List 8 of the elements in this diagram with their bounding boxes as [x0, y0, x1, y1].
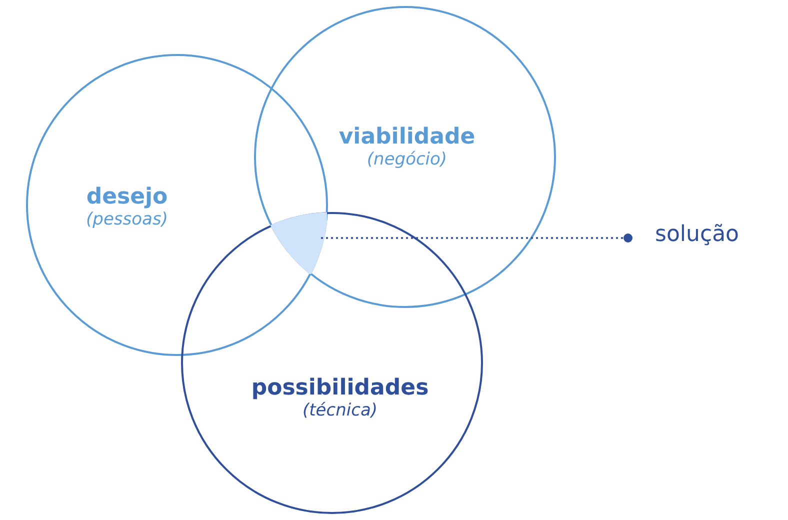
circle-title: viabilidade — [338, 124, 476, 150]
circle-subtitle: (negócio) — [366, 150, 448, 170]
solution-label: solução — [655, 222, 740, 247]
circle-subtitle: (técnica) — [302, 400, 378, 420]
leader-line — [319, 234, 632, 242]
circle-subtitle: (pessoas) — [86, 210, 168, 230]
circle-title: desejo — [86, 184, 168, 210]
circle-title: possibilidades — [251, 376, 429, 400]
